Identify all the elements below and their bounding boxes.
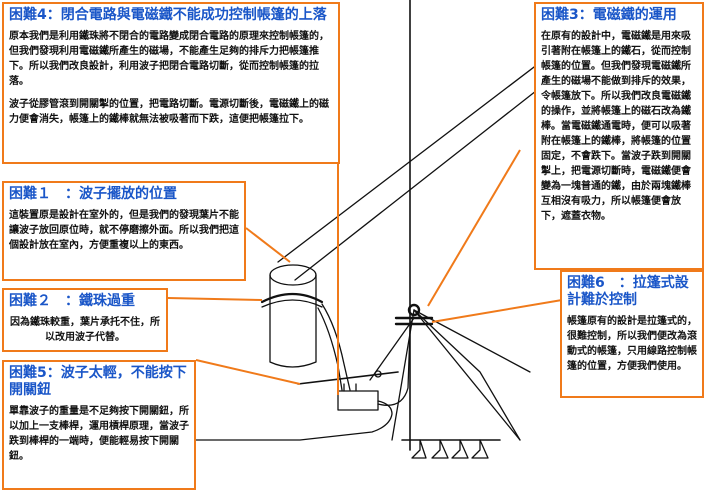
electromagnet: [407, 303, 421, 317]
difficulty3-paragraph-1: 在原有的設計中，電磁鐵是用來吸引著附在帳篷上的鐵石，從而控制帳篷的位置。但我們發…: [541, 31, 691, 222]
difficulty2-box: 困難２ ：鐵珠過重 因為鐵珠較重，葉片承托不住，所以改用波子代替。: [2, 288, 168, 352]
difficulty5-title: 困難5：波子太輕，不能按下開關鈕: [9, 365, 187, 398]
ramp-tube-edge: [294, 57, 579, 281]
difficulty6-paragraph-1: 帳篷原有的設計是拉篷式的，很難控制，所以我們便改為滾動式的帳篷，只用線路控制帳篷…: [567, 316, 697, 372]
marble-pipe: [321, 303, 351, 391]
leader-line-3: [427, 149, 521, 307]
difficulty4-box: 困難4：閉合電路與電磁鐵不能成功控制帳篷的上落 原本我們是利用鐵珠將不閉合的電路…: [2, 2, 340, 164]
canopy-line: [391, 309, 415, 441]
leader-line-6: [431, 299, 563, 323]
difficulty1-box: 困難１ ：波子擺放的位置 這裝置原是設計在室外的，但是我們的發現葉片不能讓波子放…: [2, 181, 246, 281]
leader-line-1: [245, 227, 291, 263]
difficulty3-title: 困難3：電磁鐵的運用: [541, 7, 677, 23]
difficulty4-paragraph-1: 原本我們是利用鐵珠將不閉合的電路變成閉合電路的原理來控制帳篷的，但我們發現利用電…: [9, 31, 329, 87]
difficulty2-paragraph-1: 因為鐵珠較重，葉片承托不住，所以改用波子代替。: [10, 317, 160, 343]
difficulty6-box: 困難6 ：拉篷式設計難於控制 帳篷原有的設計是拉篷式的，很難控制，所以我們便改為…: [560, 270, 704, 398]
difficulty1-paragraph-1: 這裝置原是設計在室外的，但是我們的發現葉片不能讓波子放回原位時，就不停磨擦外面。…: [9, 210, 239, 251]
switch-wire: [189, 400, 393, 441]
difficulty3-box: 困難3：電磁鐵的運用 在原有的設計中，電磁鐵是用來吸引著附在帳篷上的鐵石，從而控…: [534, 2, 704, 270]
marble-cup-rim: [269, 264, 317, 286]
leader-line-2: [167, 297, 263, 301]
difficulty5-paragraph-1: 單靠波子的重量是不足夠按下開關鈕，所以加上一支棒桿，運用槓桿原理，當波子跌到棒桿…: [9, 406, 189, 462]
difficulty1-title: 困難１ ：波子擺放的位置: [9, 186, 177, 202]
cup-clamp: [260, 292, 324, 304]
difficulty6-title: 困難6 ：拉篷式設計難於控制: [567, 275, 689, 308]
difficulty4-title: 困難4：閉合電路與電磁鐵不能成功控制帳篷的上落: [9, 7, 327, 23]
difficulty5-box: 困難5：波子太輕，不能按下開關鈕 單靠波子的重量是不足夠按下開關鈕，所以加上一支…: [2, 360, 196, 490]
difficulty4-paragraph-2: 波子從膠管滾到開關掣的位置，把電路切斷。電源切斷後，電磁鐵上的磁力便會消失，帳篷…: [9, 99, 329, 125]
difficulty2-title: 困難２ ：鐵珠過重: [9, 293, 135, 309]
marble-cup: [269, 274, 317, 368]
ramp-tube: [277, 44, 564, 263]
leader-line-5: [195, 359, 301, 385]
switch-box: [337, 390, 379, 411]
